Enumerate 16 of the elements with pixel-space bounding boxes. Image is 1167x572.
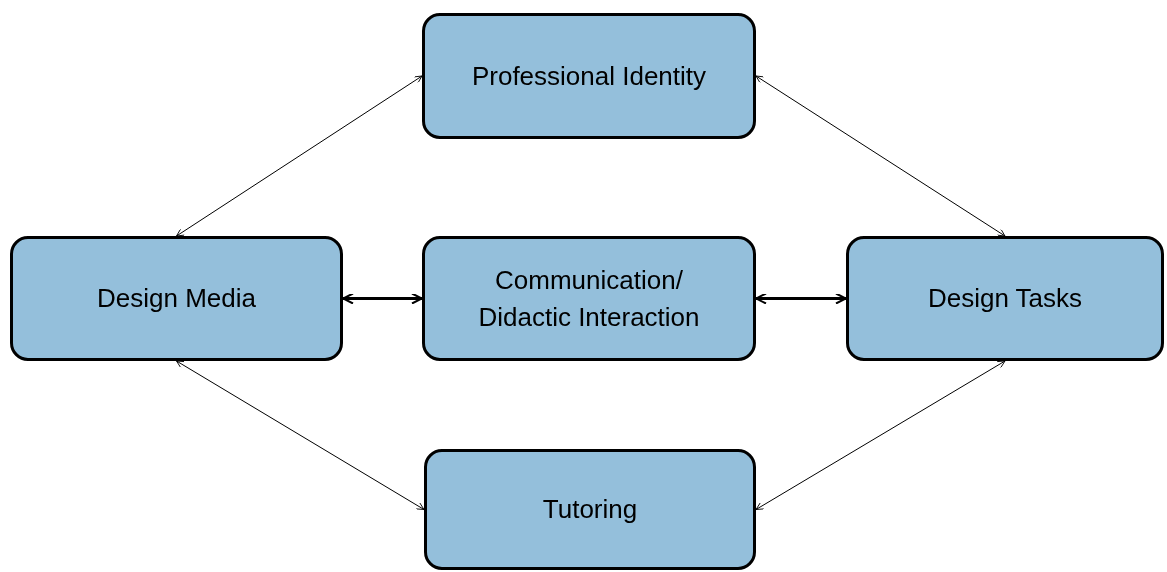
process-box [424, 449, 756, 570]
double-arrow [176, 360, 425, 510]
box-label: Design Tasks [927, 282, 1083, 316]
box-label: Professional Identity [471, 59, 707, 93]
double-arrow [755, 292, 847, 305]
process-box [10, 236, 343, 361]
process-box [422, 13, 756, 139]
double-arrow [342, 292, 423, 305]
box-label: Communication/ Didactic Interaction [477, 264, 701, 334]
double-arrow [755, 360, 1006, 510]
process-box [422, 236, 756, 361]
double-arrow [176, 75, 423, 237]
box-label: Tutoring [542, 493, 638, 527]
box-label: Design Media [97, 282, 256, 316]
double-arrow [755, 75, 1006, 237]
process-box [846, 236, 1164, 361]
